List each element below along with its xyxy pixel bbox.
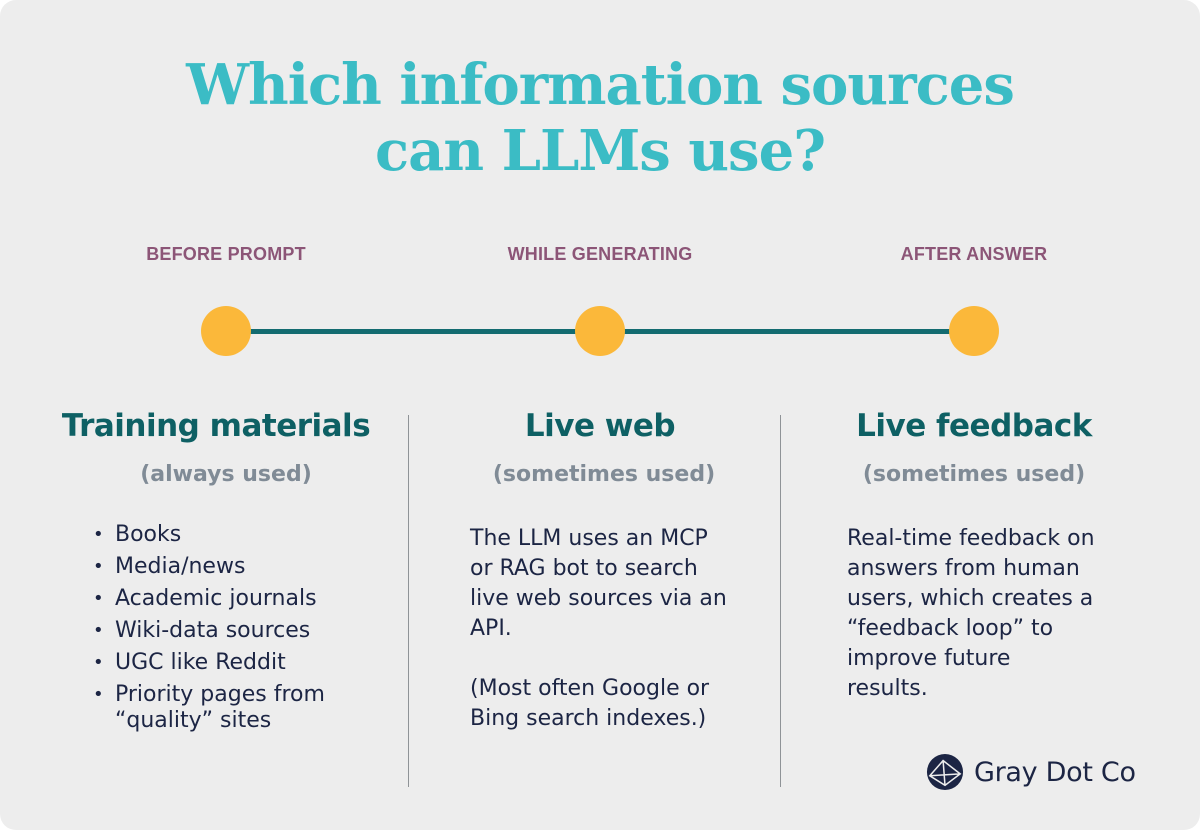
column-heading-live-web: Live web — [524, 408, 676, 444]
phase-label-before-prompt: BEFORE PROMPT — [146, 244, 306, 264]
list-item: •Wiki-data sources — [93, 618, 311, 643]
column-heading-live-feedback: Live feedback — [856, 408, 1092, 444]
list-item: •Priority pages from “quality” sites — [93, 682, 325, 733]
list-item: •Academic journals — [93, 586, 317, 611]
live-feedback-description: Real-time feedback on answers from human… — [847, 526, 1095, 701]
brand-name: Gray Dot Co — [974, 756, 1136, 788]
timeline-dot-after-answer — [949, 306, 999, 356]
timeline-dot-before-prompt — [201, 306, 251, 356]
column-divider-2 — [780, 415, 781, 787]
list-item: •UGC like Reddit — [93, 650, 286, 675]
phase-label-after-answer: AFTER ANSWER — [900, 244, 1048, 264]
phase-label-while-generating: WHILE GENERATING — [507, 244, 693, 264]
column-heading-training-materials: Training materials — [61, 408, 371, 444]
page-title: Which information sources can LLMs use? — [0, 52, 1200, 184]
column-usage-training-materials: (always used) — [140, 462, 312, 487]
title-line-2: can LLMs use? — [374, 118, 826, 184]
live-web-note: (Most often Google or Bing search indexe… — [470, 676, 710, 731]
training-sources-list: •Books •Media/news •Academic journals •W… — [93, 522, 393, 740]
title-line-1: Which information sources — [186, 52, 1015, 118]
gray-dot-logo-icon — [926, 753, 964, 791]
list-item: •Media/news — [93, 554, 246, 579]
column-divider-1 — [408, 415, 409, 787]
column-usage-live-web: (sometimes used) — [492, 462, 716, 487]
live-web-description: The LLM uses an MCP or RAG bot to search… — [470, 526, 727, 641]
column-usage-live-feedback: (sometimes used) — [862, 462, 1086, 487]
list-item: •Books — [93, 522, 182, 547]
brand: Gray Dot Co — [926, 752, 1136, 792]
timeline-dot-while-generating — [575, 306, 625, 356]
